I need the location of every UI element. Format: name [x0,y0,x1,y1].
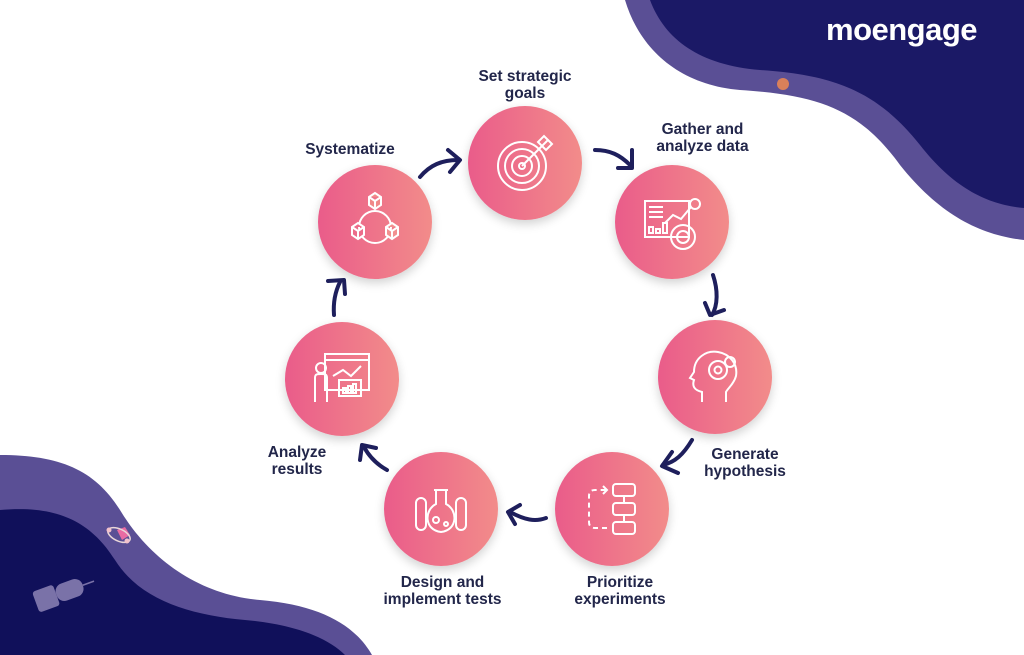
satellite-icon [106,526,131,544]
step-node-systematize [318,165,432,279]
step-node-gather-data [615,165,729,279]
step-node-hypothesis [658,320,772,434]
arrow-design-to-analyze [358,443,389,472]
step-node-analyze-results [285,322,399,436]
arrow-prioritize-to-design [506,503,548,526]
analytics-dashboard-icon [644,198,701,250]
bottom-left-wave-inner [0,509,345,655]
arrow-hypothesis-to-prioritize [660,438,694,475]
step-label-hypothesis: Generate hypothesis [704,446,786,480]
lab-flasks-icon [415,489,467,534]
target-icon [497,134,554,191]
arrow-systematize-to-goals [418,148,462,179]
connected-cubes-icon [351,191,399,244]
orange-planet [777,78,789,90]
arrow-gather-to-hypothesis [703,273,726,317]
head-gear-icon [688,350,738,402]
presenter-chart-icon [314,353,370,402]
top-right-wave-inner [650,0,1024,208]
step-label-design-tests: Design and implement tests [383,574,502,608]
arrow-goals-to-gather [593,148,634,170]
step-node-design-tests [384,452,498,566]
moengage-logo[interactable]: moengage [826,12,978,47]
rocket-icon [32,579,95,612]
step-node-set-goals [468,106,582,220]
arrow-analyze-to-systematize [326,278,347,317]
step-label-systematize: Systematize [305,141,395,158]
step-label-gather-data: Gather and analyze data [656,121,749,155]
step-label-set-goals: Set strategic goals [478,68,572,102]
flowchart-icon [588,483,636,535]
step-label-prioritize: Prioritize experiments [574,574,666,608]
step-label-analyze-results: Analyze results [267,444,327,478]
step-node-prioritize [555,452,669,566]
